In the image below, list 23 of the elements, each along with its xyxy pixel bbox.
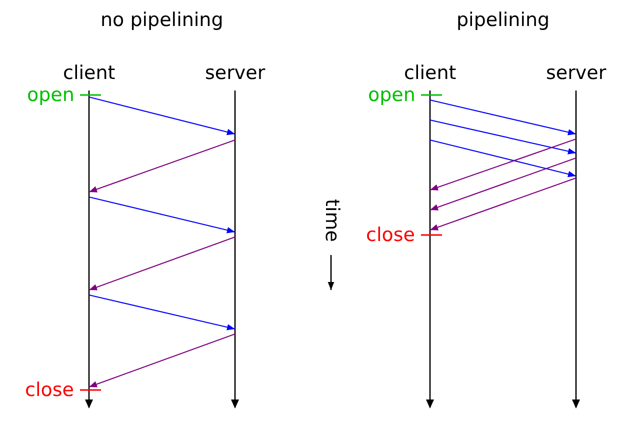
heading: pipelining <box>456 10 550 30</box>
message-arrow <box>430 138 576 191</box>
lifeline-label: client <box>404 64 456 82</box>
message-arrow <box>88 236 236 291</box>
event-label: open <box>368 86 416 104</box>
heading: no pipelining <box>100 10 224 30</box>
message-arrow <box>430 177 576 231</box>
lifeline-label: server <box>205 64 266 82</box>
axis-label: time <box>321 198 340 242</box>
message-arrow <box>88 333 236 388</box>
message-arrow <box>430 99 576 136</box>
message-arrow <box>430 119 576 154</box>
event-label: open <box>27 86 74 104</box>
message-arrow <box>88 96 236 136</box>
event-label: close <box>25 380 74 400</box>
message-arrow <box>88 196 236 234</box>
lifeline-label: client <box>63 64 116 82</box>
lifeline-label: server <box>546 64 606 82</box>
message-arrow <box>430 139 576 178</box>
message-arrow <box>88 139 236 193</box>
message-arrow <box>88 294 236 330</box>
event-label: close <box>366 226 415 244</box>
message-arrow <box>430 157 576 211</box>
